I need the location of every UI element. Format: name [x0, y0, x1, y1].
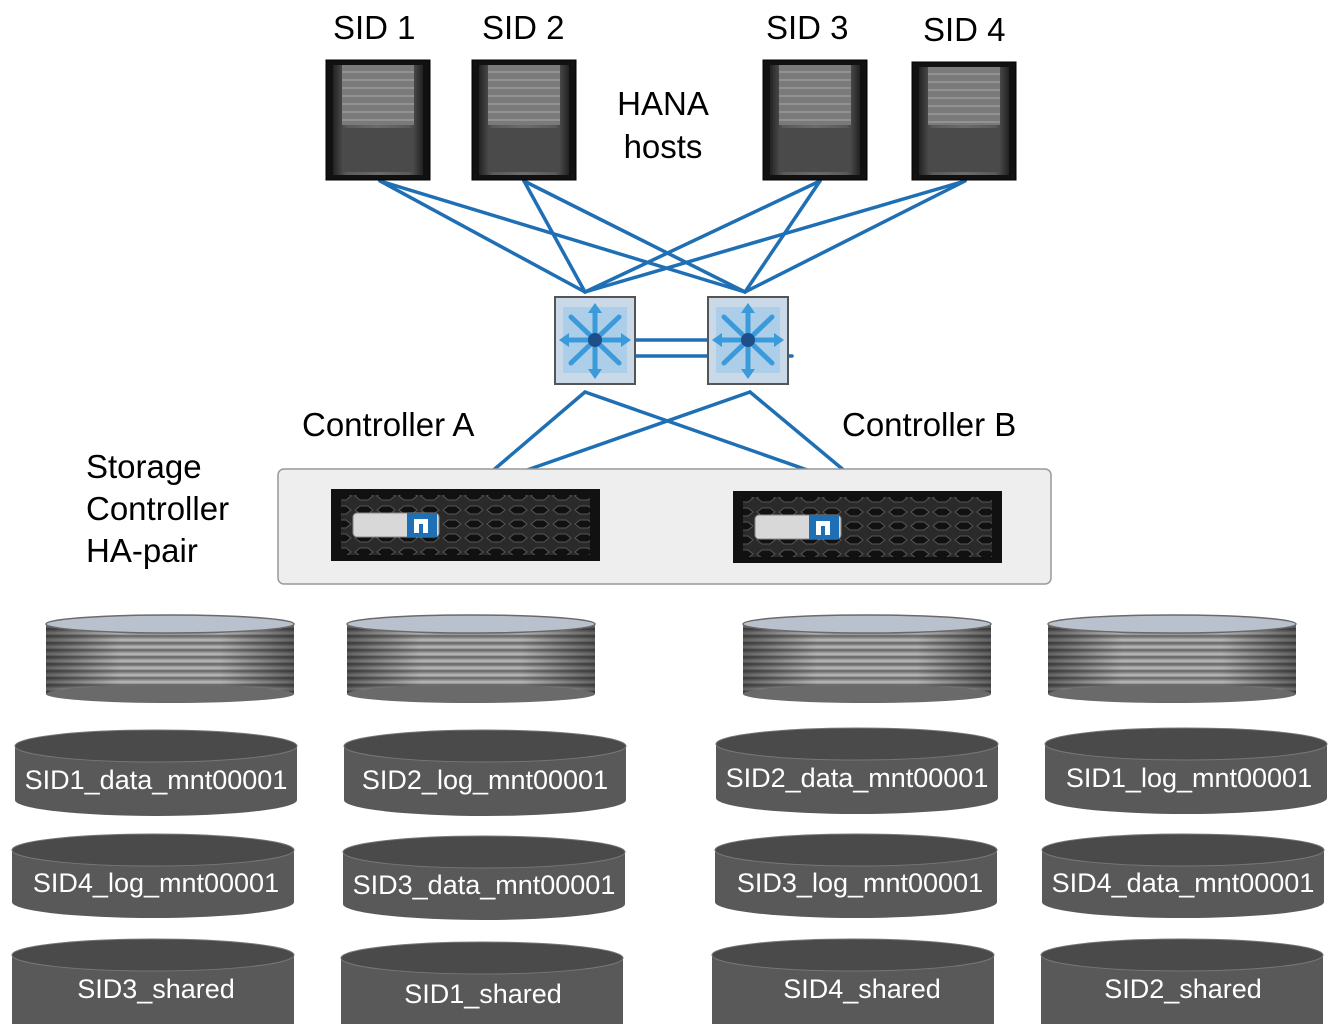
storage-ha-pair-caption: Storage Controller HA-pair: [86, 446, 229, 572]
disk-shelf-icon-4: [1047, 614, 1297, 703]
server-icon-sid3: [762, 59, 868, 181]
controller-b-label: Controller B: [842, 406, 1017, 443]
volume-cylinder: SID4_log_mnt00001: [11, 833, 295, 918]
hana-hosts-caption: HANA hosts: [600, 82, 726, 168]
volume-cylinder: SID1_data_mnt00001: [14, 729, 298, 816]
volume-label: SID3_log_mnt00001: [737, 868, 983, 898]
volume-cylinder: SID2_shared: [1040, 938, 1324, 1024]
host-label-sid3: SID 3: [766, 9, 849, 46]
volume-label: SID2_data_mnt00001: [726, 763, 989, 793]
volume-label: SID4_log_mnt00001: [33, 868, 279, 898]
storage-caption-line3: HA-pair: [86, 532, 198, 569]
controller-a-label: Controller A: [302, 406, 475, 443]
server-icon-sid4: [911, 61, 1017, 181]
volume-label: SID3_shared: [77, 974, 235, 1004]
server-icon-sid1: [325, 59, 431, 181]
volume-cylinder: SID1_shared: [340, 941, 624, 1024]
storage-caption-line1: Storage: [86, 448, 202, 485]
volume-cylinder: SID4_shared: [711, 938, 995, 1024]
volume-label: SID2_shared: [1104, 974, 1262, 1004]
disk-shelf-icon-1: [45, 614, 295, 703]
storage-controller-icon-b: [733, 491, 1002, 563]
link-sid3-switch-b: [743, 179, 822, 294]
link-sid1-switch-b: [378, 179, 747, 294]
disk-shelf-icon-2: [346, 614, 596, 703]
link-sid4-switch-a: [583, 179, 967, 294]
link-sid3-switch-a: [583, 179, 822, 294]
host-label-sid4: SID 4: [923, 11, 1006, 48]
hana-hosts-caption-line1: HANA: [617, 85, 709, 122]
storage-controller-icon-a: [331, 489, 600, 561]
volume-label: SID2_log_mnt00001: [362, 765, 608, 795]
volume-cylinder: SID2_log_mnt00001: [343, 729, 627, 816]
volume-label: SID1_log_mnt00001: [1066, 763, 1312, 793]
hana-hosts-caption-line2: hosts: [623, 128, 703, 165]
volume-label: SID4_data_mnt00001: [1052, 868, 1315, 898]
server-icon-sid2: [471, 59, 577, 181]
volume-cylinder: SID3_data_mnt00001: [342, 835, 626, 920]
link-sid2-switch-a: [522, 179, 587, 294]
volume-cylinder: SID3_shared: [11, 938, 295, 1024]
volume-cylinder: SID1_log_mnt00001: [1044, 727, 1328, 814]
volume-cylinder: SID2_data_mnt00001: [715, 727, 999, 814]
volume-cylinder: SID3_log_mnt00001: [714, 833, 998, 918]
network-switch-icon-a: [554, 296, 636, 385]
storage-caption-line2: Controller: [86, 490, 230, 527]
link-sid1-switch-a: [378, 179, 587, 294]
network-links: [378, 179, 967, 494]
host-label-sid2: SID 2: [482, 9, 565, 46]
volume-label: SID1_data_mnt00001: [25, 765, 288, 795]
volume-cylinder: SID4_data_mnt00001: [1041, 833, 1325, 918]
volume-label: SID4_shared: [783, 974, 941, 1004]
volume-label: SID3_data_mnt00001: [353, 870, 616, 900]
host-label-sid1: SID 1: [333, 9, 416, 46]
link-sid4-switch-b: [743, 179, 967, 294]
volume-label: SID1_shared: [404, 979, 562, 1009]
network-switch-icon-b: [707, 296, 789, 385]
disk-shelf-icon-3: [742, 614, 992, 703]
link-sid2-switch-b: [522, 179, 747, 294]
